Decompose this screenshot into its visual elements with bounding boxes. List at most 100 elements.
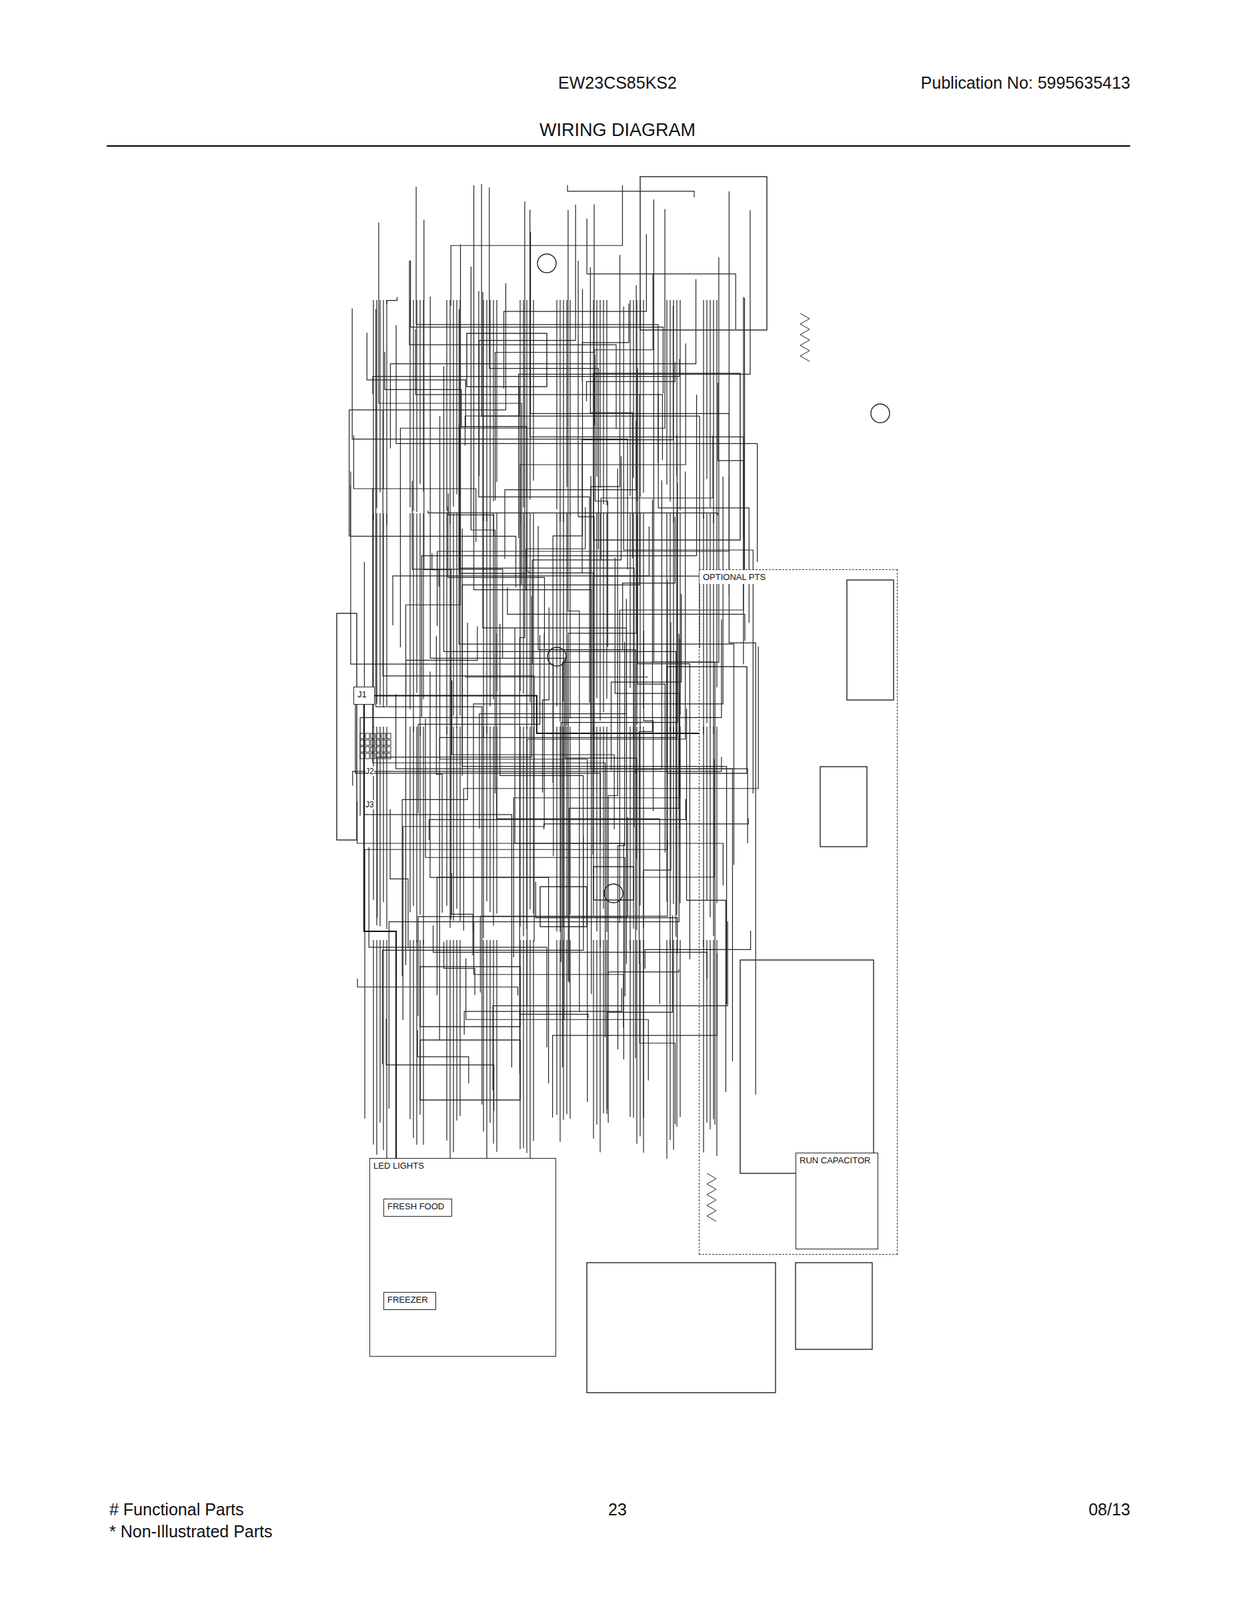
wire (529, 513, 531, 703)
wire (390, 809, 409, 949)
wire (489, 726, 491, 913)
wire (520, 343, 686, 586)
wire (486, 513, 487, 735)
pin (386, 746, 391, 753)
wire (566, 300, 567, 487)
wire (676, 300, 677, 477)
wire (425, 718, 625, 997)
wire (456, 726, 457, 909)
wire (599, 726, 601, 948)
wire (449, 940, 451, 1159)
wire (672, 300, 674, 523)
pin (370, 753, 375, 759)
wire (522, 940, 524, 1149)
wire (428, 799, 686, 841)
wire (642, 300, 644, 493)
wire (676, 513, 677, 726)
wire (412, 300, 414, 512)
component-box: LED LIGHTSFRESH FOODFREEZER (369, 1158, 557, 1358)
wire (606, 726, 607, 933)
wire (569, 300, 571, 515)
wire (519, 513, 521, 691)
wire (496, 300, 497, 483)
label: 23 (608, 1500, 627, 1520)
wire (636, 726, 637, 931)
label: * Non-Illustrated Parts (109, 1522, 273, 1542)
wire (492, 513, 494, 700)
wire (567, 185, 695, 198)
wire (582, 306, 673, 574)
wire (590, 476, 733, 1062)
wire (489, 300, 491, 513)
component-outline (593, 373, 741, 541)
wire (446, 300, 447, 511)
wire (606, 513, 607, 699)
wire (679, 513, 681, 715)
wire (382, 513, 384, 708)
wire (436, 636, 443, 913)
wire (386, 1018, 495, 1111)
wire (716, 940, 717, 1157)
wire (519, 300, 521, 526)
wire (642, 513, 644, 709)
wire (489, 940, 491, 1123)
pin (376, 740, 381, 746)
wire (386, 940, 387, 1162)
wire (422, 940, 424, 1145)
wire (430, 296, 565, 1021)
wire (706, 726, 707, 901)
wire (578, 260, 595, 773)
wire (446, 726, 447, 907)
wire (422, 300, 424, 493)
wire (519, 726, 521, 927)
wire (702, 940, 704, 1153)
component-box: FRESH FOOD (383, 1198, 453, 1217)
wire (432, 553, 439, 587)
component-outline (466, 333, 547, 387)
pin (386, 740, 391, 746)
label: J2 (365, 766, 375, 777)
wire (676, 726, 677, 915)
heater-symbol (800, 313, 810, 362)
wire (382, 836, 583, 1065)
wire (416, 726, 417, 943)
node-text: FREEZER (384, 1293, 436, 1308)
wire (526, 726, 527, 930)
wire (709, 726, 711, 918)
wire (480, 840, 667, 993)
wire (562, 300, 564, 523)
wire (566, 726, 567, 917)
wire (556, 940, 557, 1116)
wire (458, 309, 634, 828)
wire (482, 292, 627, 965)
component-outline (795, 1263, 873, 1350)
wire (706, 513, 707, 724)
component-outline (640, 176, 767, 331)
wire (496, 726, 497, 915)
wire (382, 300, 384, 489)
wire-connector (364, 704, 397, 1159)
wire (416, 940, 417, 1145)
wire (666, 300, 667, 485)
wire (504, 234, 647, 389)
wire (416, 300, 417, 513)
motor-symbol (547, 647, 567, 667)
wire (653, 199, 715, 1125)
wire (452, 726, 454, 921)
wire (437, 476, 730, 627)
wire (528, 570, 593, 576)
wire (496, 513, 497, 692)
pin (376, 746, 381, 753)
wire (532, 726, 534, 914)
title: WIRING DIAGRAM (539, 120, 696, 141)
wire (559, 300, 561, 523)
wire (639, 940, 641, 1137)
wire (568, 210, 580, 1013)
wire (459, 726, 461, 922)
component-outline (336, 613, 357, 841)
wire (518, 210, 751, 539)
wire (639, 513, 641, 730)
wire (629, 940, 631, 1117)
component-outline (593, 866, 634, 901)
wire (559, 940, 561, 1143)
